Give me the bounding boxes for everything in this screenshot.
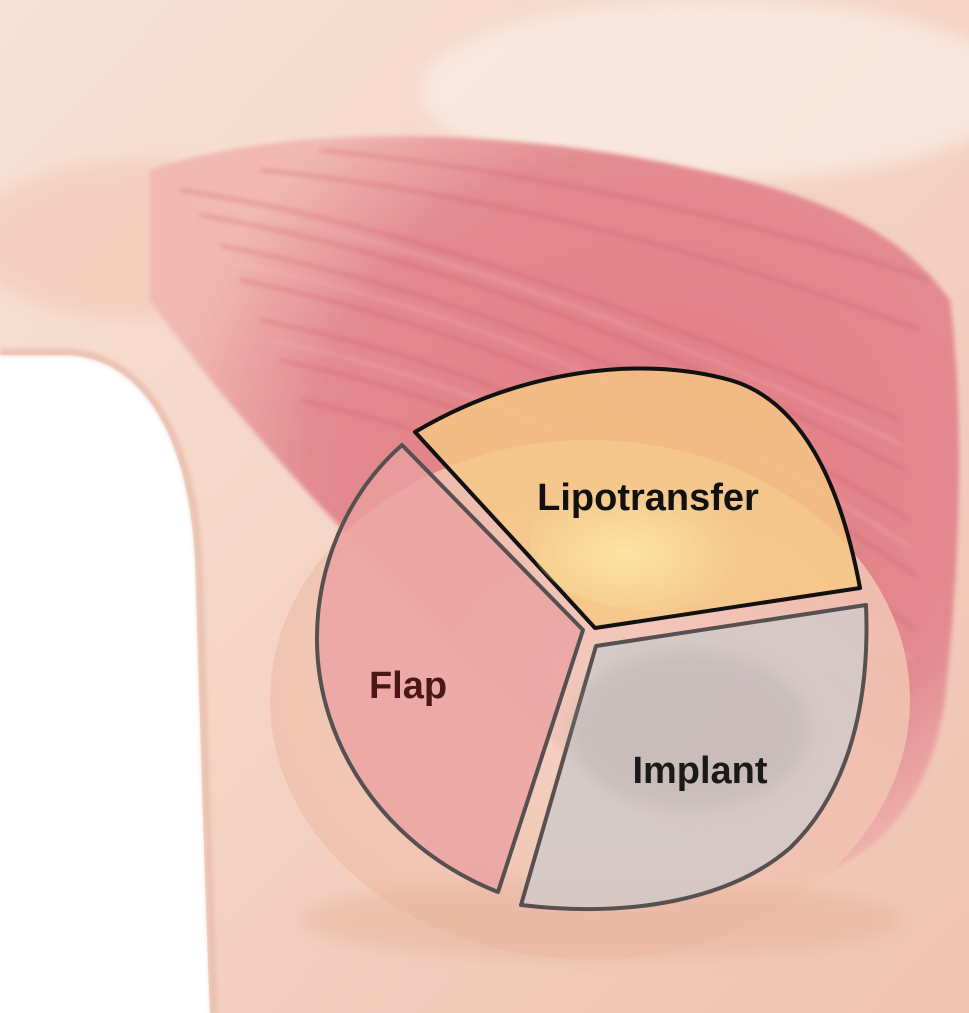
flap-label: Flap (369, 665, 447, 707)
lipotransfer-label: Lipotransfer (537, 477, 759, 519)
implant-label: Implant (632, 750, 767, 792)
